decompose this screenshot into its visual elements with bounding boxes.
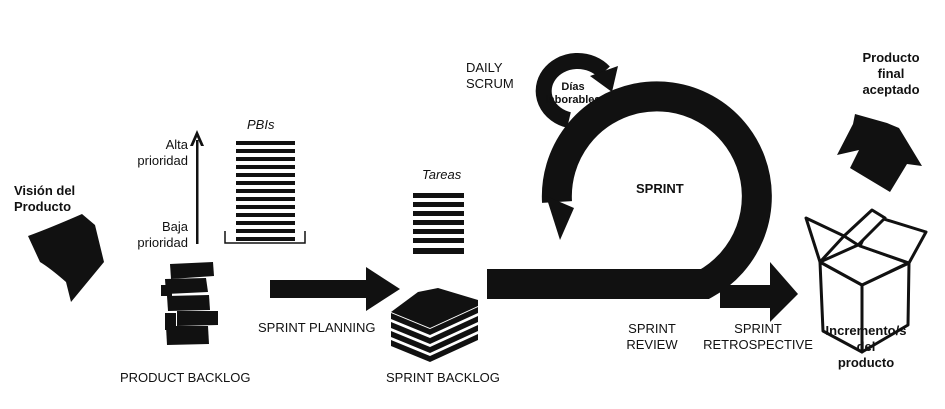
product-backlog-stack [161,262,218,345]
increment-box [804,208,928,354]
tasks-list [413,193,464,254]
sprint-retrospective-label: SPRINT RETROSPECTIVE [703,321,813,352]
sprint-label: SPRINT [636,181,684,196]
sprint-planning-arrow [270,267,400,311]
daily-scrum-arrow [535,53,618,128]
pbis-label: PBIs [247,117,275,132]
sprint-backlog-label: SPRINT BACKLOG [386,370,500,385]
sprint-cycle-arrow [487,81,772,299]
sprint-backlog-stack [391,288,478,362]
low-priority-label: Baja prioridad [137,219,188,250]
sprint-planning-label: SPRINT PLANNING [258,320,376,335]
final-product-arrow [837,114,922,192]
vision-label: Visión del Producto [14,183,76,214]
daily-scrum-label: DAILY SCRUM [466,60,514,91]
tasks-label: Tareas [422,167,462,182]
high-priority-label: Alta prioridad [137,137,188,168]
vision-arrow [28,214,104,302]
pbi-list [236,141,295,241]
working-days-label: Días laborables [545,81,601,106]
retrospective-arrow [720,262,798,322]
priority-arrow [190,130,204,244]
increment-label: Incremento/s del producto [825,323,907,370]
pbi-bracket [224,231,306,244]
product-backlog-label: PRODUCT BACKLOG [120,370,251,385]
final-product-label: Producto final aceptado [862,50,920,97]
sprint-review-label: SPRINT REVIEW [626,321,678,352]
